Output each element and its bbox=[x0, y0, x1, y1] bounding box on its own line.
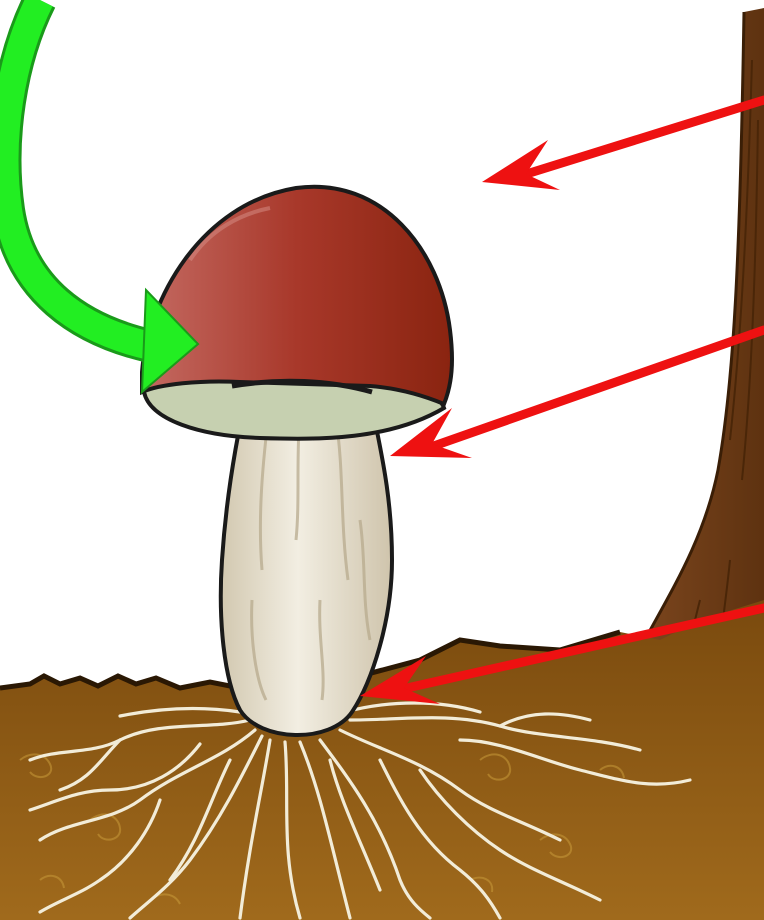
soil bbox=[0, 600, 764, 920]
red-arrow-air bbox=[482, 100, 764, 190]
green-curved-arrow bbox=[5, 0, 198, 392]
mushroom-cap bbox=[142, 187, 452, 439]
